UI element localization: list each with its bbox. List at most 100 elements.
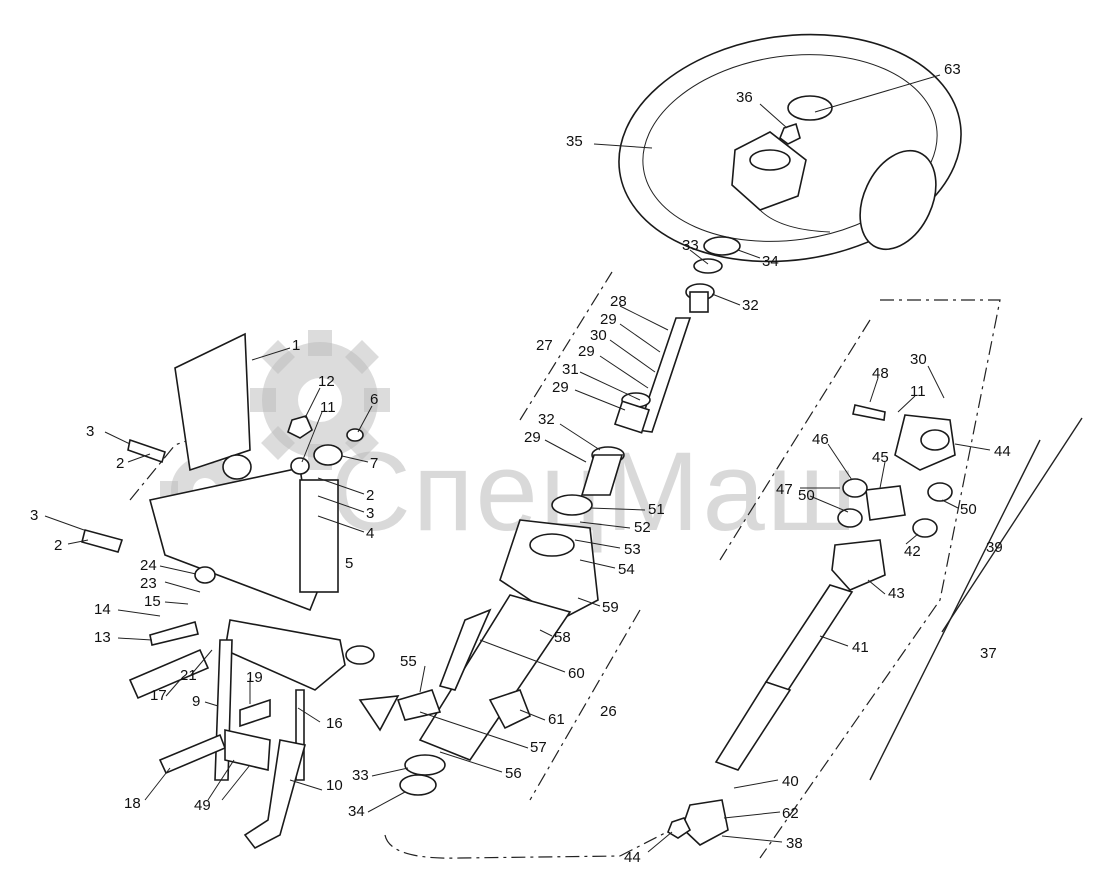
leader-33b <box>371 767 409 777</box>
leader-48 <box>869 377 879 403</box>
guide-line-37 <box>869 439 1041 781</box>
callout-44: 44 <box>994 443 1011 460</box>
wheel-rim-inner <box>642 54 938 242</box>
leader-17 <box>165 679 181 697</box>
callout-61: 61 <box>548 711 565 728</box>
leader-61 <box>519 709 546 721</box>
cup-50-right <box>927 482 953 502</box>
callout-29: 29 <box>578 343 595 360</box>
leader-29d <box>544 439 587 463</box>
callout-45: 45 <box>872 449 889 466</box>
column-upper-parts <box>551 236 741 516</box>
bracket-60 <box>438 608 492 691</box>
washer-stack <box>345 645 375 665</box>
callout-28: 28 <box>610 293 627 310</box>
yoke-44-bore <box>920 429 950 451</box>
callout-10: 10 <box>326 777 343 794</box>
outline-column-bottom <box>384 834 621 859</box>
leader-50b <box>809 495 849 513</box>
callout-36: 36 <box>736 89 753 106</box>
outline-driveshaft-left <box>719 319 871 561</box>
leader-3b <box>104 431 131 445</box>
leader-3c <box>44 515 85 531</box>
leader-18 <box>144 767 171 801</box>
callout-33: 33 <box>352 767 369 784</box>
leader-34b <box>367 791 406 813</box>
leader-50a <box>941 499 959 509</box>
leader-53 <box>574 539 621 549</box>
leader-57 <box>419 711 529 749</box>
leader-52 <box>579 521 631 529</box>
seal-34-bottom <box>399 774 437 796</box>
leader-43 <box>867 579 886 595</box>
callout-24: 24 <box>140 557 157 574</box>
callout-40: 40 <box>782 773 799 790</box>
leader-60 <box>479 639 566 673</box>
leader-46 <box>827 443 853 481</box>
callout-49: 49 <box>194 797 211 814</box>
cross-45 <box>865 485 906 521</box>
pedal-10 <box>243 739 307 850</box>
callout-50: 50 <box>960 501 977 518</box>
callout-19: 19 <box>246 669 263 686</box>
callout-33: 33 <box>682 237 699 254</box>
callout-48: 48 <box>872 365 889 382</box>
clamp-61 <box>488 688 532 730</box>
bolt-2-left <box>81 529 124 553</box>
leader-13 <box>117 637 153 641</box>
yoke-43 <box>831 539 886 591</box>
leader-24 <box>159 565 197 575</box>
seal-34-top <box>703 236 741 256</box>
springs-49 <box>224 729 271 771</box>
callout-17: 17 <box>150 687 167 704</box>
callout-38: 38 <box>786 835 803 852</box>
callout-42: 42 <box>904 543 921 560</box>
callout-6: 6 <box>370 391 378 408</box>
callout-44: 44 <box>624 849 641 866</box>
callout-39: 39 <box>986 539 1003 556</box>
wheel-spoke-lower <box>759 209 831 233</box>
leader-34a <box>737 249 761 259</box>
drive-shaft <box>667 404 956 846</box>
pin-19 <box>239 698 271 728</box>
leader-54 <box>579 559 616 569</box>
callout-47: 47 <box>776 481 793 498</box>
pin-7 <box>313 444 343 466</box>
callout-37: 37 <box>980 645 997 662</box>
pedal-linkage <box>128 566 375 850</box>
bracket-plate-4 <box>149 467 319 612</box>
guide-line-39 <box>941 417 1083 633</box>
callout-3: 3 <box>30 507 38 524</box>
callout-2: 2 <box>54 537 62 554</box>
callout-11: 11 <box>910 383 926 400</box>
callout-63: 63 <box>944 61 961 78</box>
leader-44b <box>647 831 673 853</box>
callout-18: 18 <box>124 795 141 812</box>
leader-29b <box>599 355 649 389</box>
cup-42 <box>912 518 938 538</box>
washer-51 <box>551 494 593 516</box>
cup-50-left <box>837 508 863 528</box>
steering-wheel <box>618 33 962 263</box>
bolt-48 <box>852 404 886 421</box>
leader-12 <box>304 387 321 419</box>
bracket-plate-5 <box>299 479 339 593</box>
outline-column-right <box>529 609 641 801</box>
cup-46 <box>842 478 868 498</box>
shaft-28 <box>636 317 692 433</box>
callout-29: 29 <box>600 311 617 328</box>
callout-11: 11 <box>320 399 336 416</box>
leader-29c <box>574 389 626 411</box>
callout-41: 41 <box>852 639 869 656</box>
leader-30a <box>609 339 656 373</box>
yoke-bottom-62 <box>681 799 729 846</box>
callout-13: 13 <box>94 629 111 646</box>
callout-3: 3 <box>86 423 94 440</box>
pedal-bracket <box>81 332 364 612</box>
callout-30: 30 <box>590 327 607 344</box>
wheel-hub <box>731 131 807 211</box>
column-head-opening <box>529 533 575 557</box>
callout-31: 31 <box>562 361 579 378</box>
wheel-spoke-hole-right <box>859 149 937 251</box>
